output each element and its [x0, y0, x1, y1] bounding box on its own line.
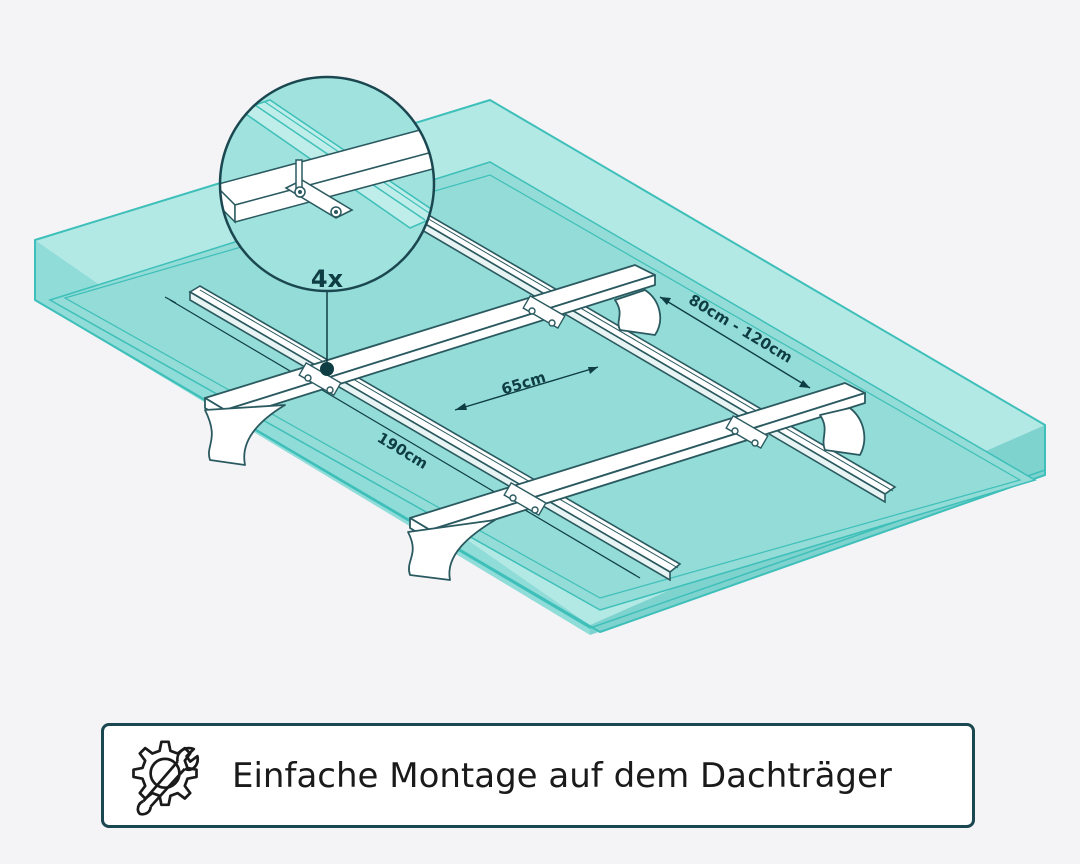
clamp: [725, 414, 769, 450]
caption-box: Einfache Montage auf dem Dachträger: [101, 723, 975, 828]
clamp: [522, 294, 566, 330]
bar-spacing-arrow: [659, 296, 811, 389]
count-label: 4x: [311, 265, 344, 293]
roof-body: [34, 99, 1046, 635]
caption-text: Einfache Montage auf dem Dachträger: [232, 755, 892, 796]
clamp: [298, 361, 342, 397]
detail-marker: [320, 362, 334, 376]
rail-spacing-arrow: [454, 366, 599, 411]
length-dimension-line: [169, 299, 641, 579]
mounting-diagram: 65cm 80cm - 120cm 190cm 4x: [34, 75, 1046, 635]
clamps: [298, 294, 769, 517]
gear-wrench-icon: [132, 739, 200, 816]
zoom-detail: 4x: [218, 75, 436, 293]
clamp: [503, 481, 547, 517]
